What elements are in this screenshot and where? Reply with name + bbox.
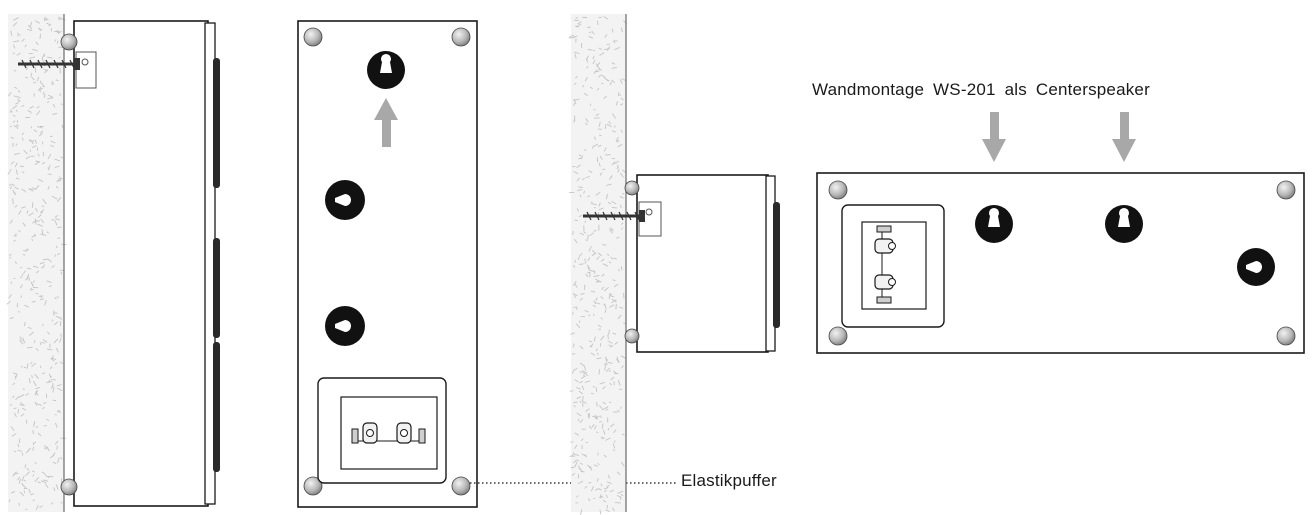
keyhole-slot-icon [1237, 248, 1275, 286]
rubber-pad-icon [60, 33, 78, 51]
rubber-pad-icon [624, 328, 640, 344]
wall-left [6, 14, 67, 512]
terminal-icon [317, 377, 447, 484]
speaker-back-view-center [816, 172, 1305, 354]
screw-icon [583, 210, 645, 222]
arrow-down-icon [1112, 112, 1136, 162]
rubber-pad-icon [60, 478, 78, 496]
keyhole-slot-icon [325, 306, 365, 346]
speaker-side-view-tall [18, 20, 220, 507]
keyhole-slot-icon [367, 51, 405, 89]
arrow-down-icon [982, 112, 1006, 162]
rubber-pad-icon [1276, 180, 1296, 200]
rubber-pad-icon [624, 180, 640, 196]
terminal-icon [841, 204, 945, 328]
rubber-pad-icon [828, 326, 848, 346]
keyhole-slot-icon [975, 205, 1013, 243]
wall-middle [568, 14, 628, 515]
rubber-pad-icon [303, 27, 323, 47]
speaker-back-view-tall [297, 20, 478, 508]
keyhole-slot-icon [1105, 205, 1143, 243]
wall-mount-caption: Wandmontage WS-201 als Centerspeaker [812, 80, 1150, 99]
screw-icon [18, 58, 80, 70]
rubber-pad-icon [828, 180, 848, 200]
keyhole-slot-icon [325, 180, 365, 220]
speaker-side-view-short [583, 174, 780, 353]
rubber-pad-caption: Elastikpuffer [681, 471, 777, 490]
rubber-pad-icon [1276, 326, 1296, 346]
rubber-pad-icon [451, 476, 471, 496]
arrow-up-icon [374, 98, 398, 147]
rubber-pad-icon [451, 27, 471, 47]
rubber-pad-icon [303, 476, 323, 496]
